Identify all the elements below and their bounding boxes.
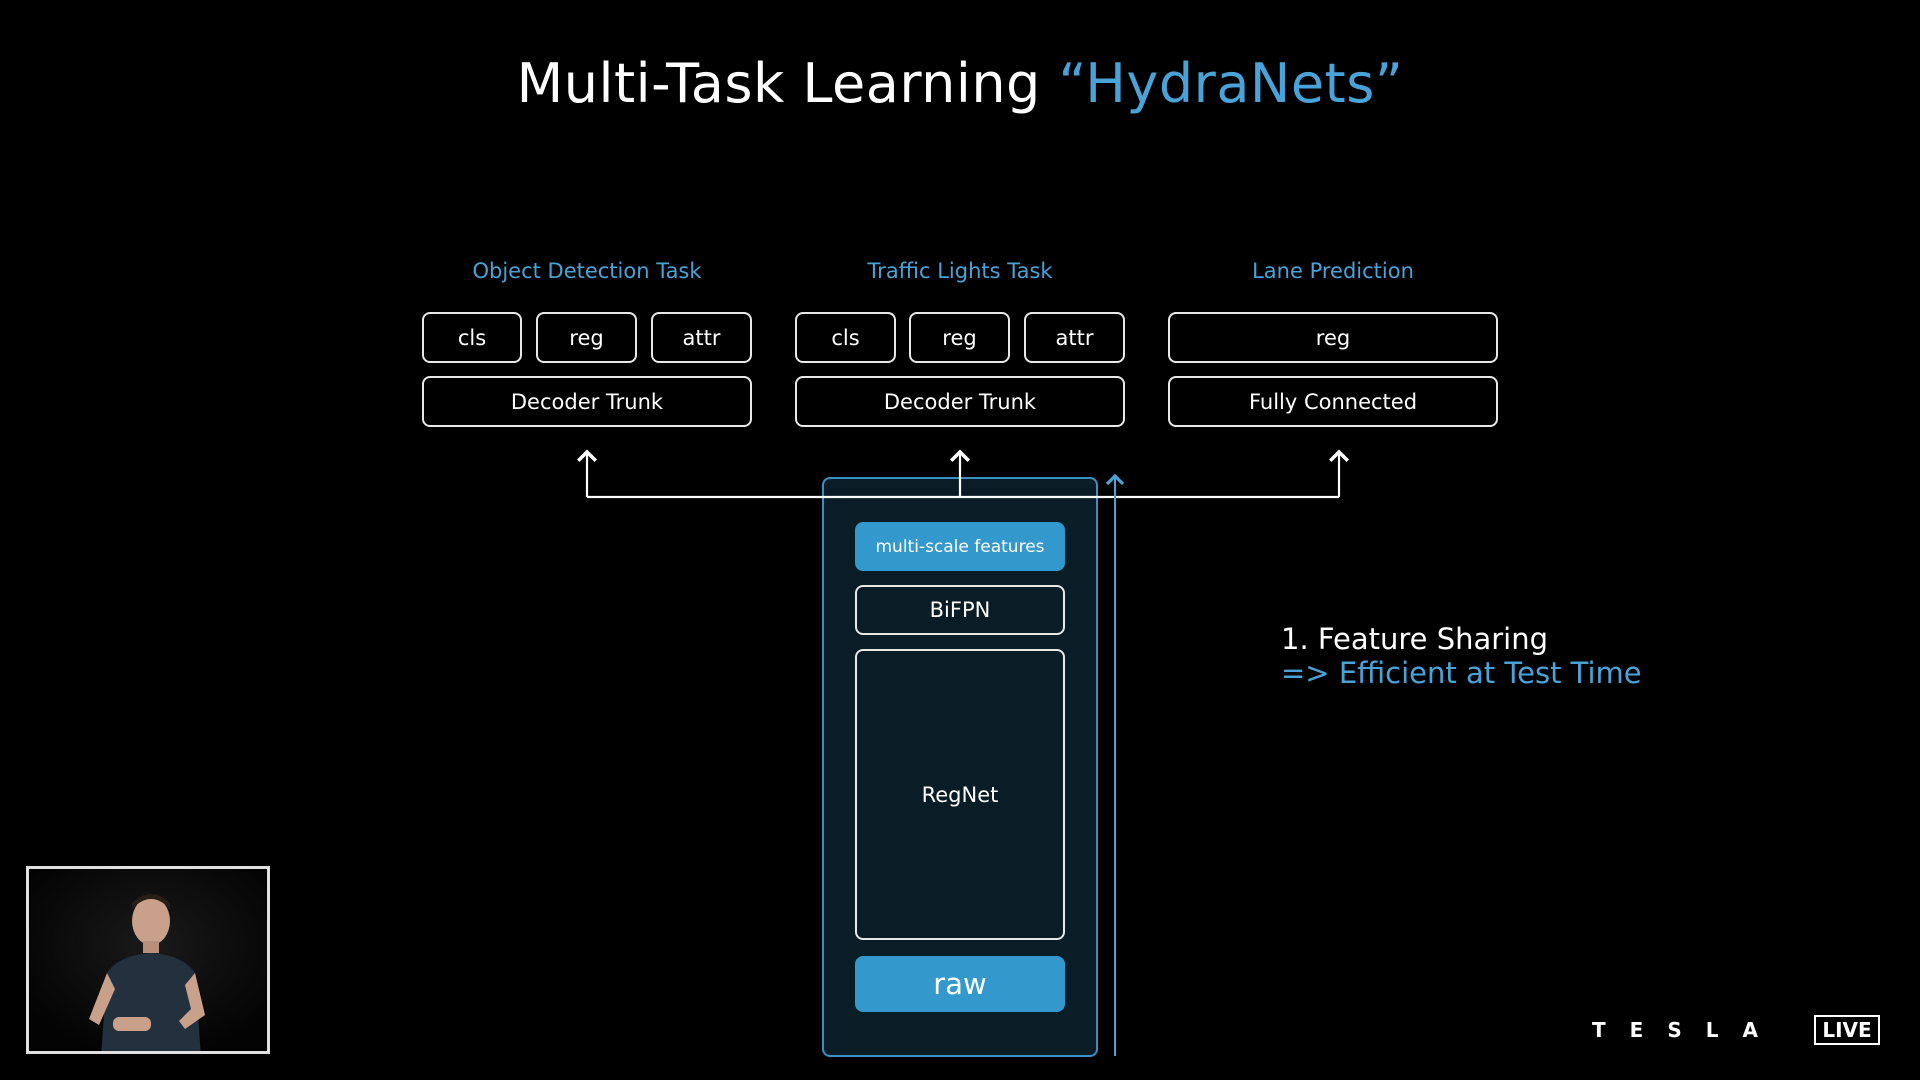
head-cls-object-detection: cls	[422, 312, 522, 363]
note-efficient-test-time: => Efficient at Test Time	[1281, 656, 1642, 690]
logo-letter-l: L	[1705, 1018, 1721, 1042]
task-label-traffic-lights: Traffic Lights Task	[867, 259, 1053, 283]
decoder-trunk-object-detection: Decoder Trunk	[422, 376, 752, 427]
note-feature-sharing: 1. Feature Sharing	[1281, 622, 1549, 656]
slide-title: Multi-Task Learning “HydraNets”	[0, 52, 1920, 115]
logo-letter-a: A	[1742, 1018, 1760, 1042]
head-reg-lane-prediction: reg	[1168, 312, 1498, 363]
speaker-silhouette	[29, 869, 267, 1051]
decoder-trunk-traffic-lights: Decoder Trunk	[795, 376, 1125, 427]
logo-letter-s: S	[1667, 1018, 1684, 1042]
title-accent: “HydraNets”	[1058, 52, 1404, 115]
logo-letter-e: E	[1629, 1018, 1646, 1042]
head-attr-traffic-lights: attr	[1024, 312, 1125, 363]
live-badge: LIVE	[1814, 1015, 1880, 1045]
head-attr-object-detection: attr	[651, 312, 752, 363]
multi-scale-features-block: multi-scale features	[855, 522, 1065, 571]
task-label-lane-prediction: Lane Prediction	[1252, 259, 1414, 283]
regnet-block: RegNet	[855, 649, 1065, 940]
head-cls-traffic-lights: cls	[795, 312, 896, 363]
head-reg-object-detection: reg	[536, 312, 637, 363]
raw-input-block: raw	[855, 956, 1065, 1012]
speaker-video-inset	[26, 866, 270, 1054]
fully-connected-lane-prediction: Fully Connected	[1168, 376, 1498, 427]
logo-letter-t: T	[1592, 1018, 1608, 1042]
title-main: Multi-Task Learning	[516, 52, 1059, 115]
bifpn-block: BiFPN	[855, 585, 1065, 635]
task-label-object-detection: Object Detection Task	[472, 259, 702, 283]
head-reg-traffic-lights: reg	[909, 312, 1010, 363]
tesla-logo: T E S L A	[1592, 1018, 1760, 1042]
